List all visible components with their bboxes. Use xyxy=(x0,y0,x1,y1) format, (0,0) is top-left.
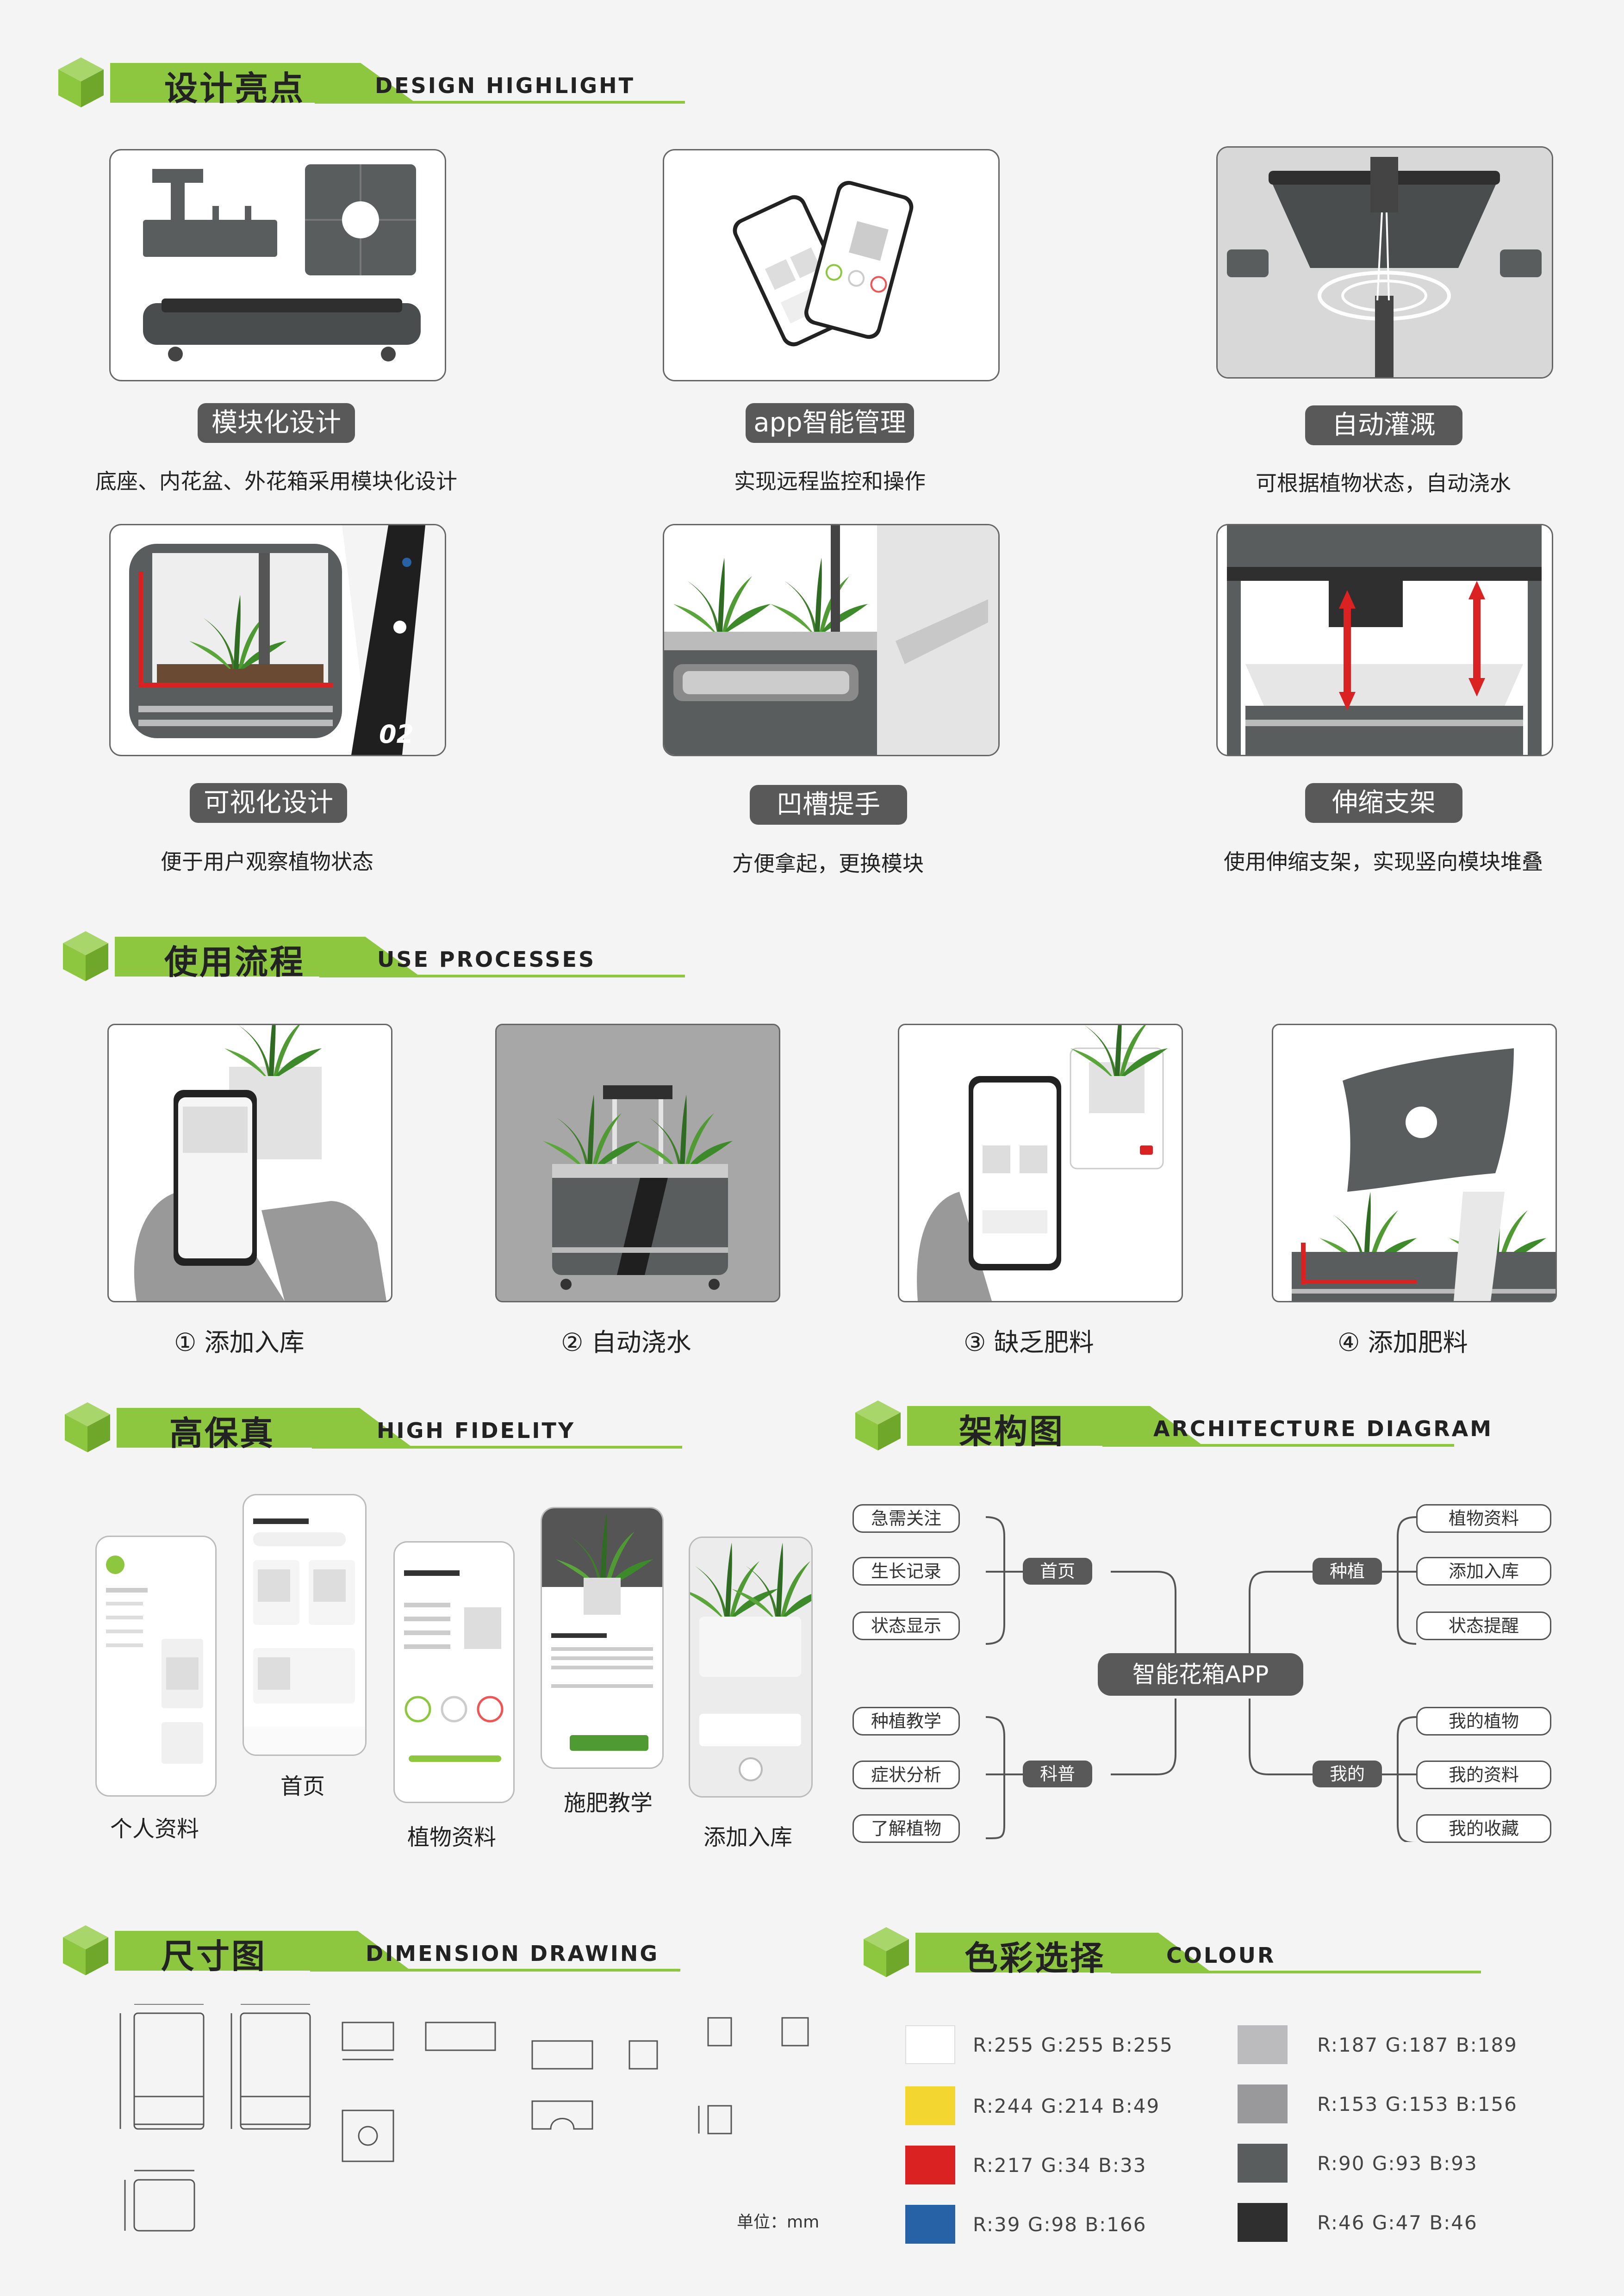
highlight-desc-2: 实现远程监控和操作 xyxy=(734,469,926,494)
cube-icon xyxy=(63,931,108,981)
process-step-4: ④ 添加肥料 xyxy=(1338,1328,1468,1357)
telescopic-bracket-image xyxy=(1216,524,1553,756)
color-swatch xyxy=(1238,2025,1288,2064)
arch-node: 生长记录 xyxy=(852,1557,960,1586)
arch-node: 我的收藏 xyxy=(1416,1814,1551,1843)
color-rgb: R:244 G:214 B:49 xyxy=(973,2095,1160,2117)
highlight-title-6: 伸缩支架 xyxy=(1305,783,1462,823)
process-image-4 xyxy=(1272,1024,1557,1302)
section-header-dimension: 尺寸图 DIMENSION DRAWING xyxy=(60,1923,690,1976)
visual-design-image: 02 xyxy=(109,524,446,756)
section-subtitle: DESIGN HIGHLIGHT xyxy=(375,73,635,98)
arch-node: 状态提醒 xyxy=(1416,1612,1551,1640)
arch-node: 了解植物 xyxy=(852,1814,960,1843)
highlight-desc-3: 可根据植物状态，自动浇水 xyxy=(1256,471,1511,496)
arch-node: 添加入库 xyxy=(1416,1557,1551,1586)
highlight-desc-4: 便于用户观察植物状态 xyxy=(161,849,373,874)
highlight-desc-6: 使用伸缩支架，实现竖向模块堆叠 xyxy=(1224,849,1543,874)
section-subtitle: COLOUR xyxy=(1166,1943,1276,1968)
color-rgb: R:217 G:34 B:33 xyxy=(973,2154,1147,2177)
arch-node: 我的资料 xyxy=(1416,1761,1551,1789)
highlight-title-1: 模块化设计 xyxy=(198,403,355,443)
color-rgb: R:46 G:47 B:46 xyxy=(1317,2211,1478,2234)
cube-icon xyxy=(864,1927,909,1977)
screen-label-fertilizer: 施肥教学 xyxy=(564,1790,653,1816)
color-rgb: R:39 G:98 B:166 xyxy=(973,2213,1147,2236)
arch-root: 智能花箱APP xyxy=(1098,1653,1303,1696)
arch-node: 急需关注 xyxy=(852,1504,960,1533)
section-subtitle: ARCHITECTURE DIAGRAM xyxy=(1153,1416,1493,1441)
section-title: 色彩选择 xyxy=(964,1939,1106,1978)
screen-plant-info[interactable] xyxy=(393,1541,515,1803)
section-header-process: 使用流程 USE PROCESSES xyxy=(60,928,690,982)
arch-home: 首页 xyxy=(1023,1558,1092,1585)
cube-icon xyxy=(58,57,104,107)
screen-label-plant-info: 植物资料 xyxy=(407,1824,497,1850)
screen-label-home: 首页 xyxy=(280,1773,325,1799)
color-swatch xyxy=(905,2146,955,2184)
color-swatch xyxy=(1238,2084,1288,2123)
screen-home[interactable] xyxy=(243,1494,367,1756)
highlight-title-3: 自动灌溉 xyxy=(1305,405,1462,445)
arch-science: 科普 xyxy=(1023,1761,1092,1787)
groove-handle-image xyxy=(663,524,1000,756)
color-rgb: R:187 G:187 B:189 xyxy=(1317,2034,1518,2056)
section-title: 高保真 xyxy=(169,1414,275,1453)
screen-profile[interactable] xyxy=(95,1536,217,1797)
modular-design-image xyxy=(109,149,446,381)
section-header-architecture: 架构图 ARCHITECTURE DIAGRAM xyxy=(852,1398,1500,1451)
color-rgb: R:153 G:153 B:156 xyxy=(1317,2093,1518,2116)
color-swatch xyxy=(905,2205,955,2244)
section-subtitle: HIGH FIDELITY xyxy=(377,1418,576,1443)
color-rgb: R:90 G:93 B:93 xyxy=(1317,2152,1478,2175)
process-step-3: ③ 缺乏肥料 xyxy=(964,1328,1094,1357)
highlight-title-2: app智能管理 xyxy=(746,403,914,443)
dimension-drawings xyxy=(119,2004,809,2232)
color-swatch xyxy=(1238,2203,1288,2242)
app-management-image xyxy=(663,149,1000,381)
section-header-highlight: 设计亮点 DESIGN HIGHLIGHT xyxy=(56,55,685,108)
auto-irrigation-image xyxy=(1216,146,1553,379)
color-swatch xyxy=(1238,2144,1288,2183)
screen-label-add-plant: 添加入库 xyxy=(703,1824,793,1850)
arch-plant: 种植 xyxy=(1313,1558,1382,1585)
cube-icon xyxy=(65,1402,110,1452)
section-subtitle: DIMENSION DRAWING xyxy=(366,1941,660,1966)
arch-node: 植物资料 xyxy=(1416,1504,1551,1533)
highlight-desc-5: 方便拿起，更换模块 xyxy=(732,851,924,876)
color-swatch xyxy=(905,2025,955,2064)
arch-node: 状态显示 xyxy=(852,1612,960,1640)
screen-fertilizer-guide[interactable] xyxy=(541,1507,664,1769)
process-image-2 xyxy=(495,1024,780,1302)
highlight-title-5: 凹槽提手 xyxy=(750,785,907,825)
highlight-title-4: 可视化设计 xyxy=(190,783,347,823)
color-swatch xyxy=(905,2086,955,2125)
section-header-fidelity: 高保真 HIGH FIDELITY xyxy=(62,1400,691,1453)
process-step-1: ① 添加入库 xyxy=(174,1328,305,1357)
section-header-colour: 色彩选择 COLOUR xyxy=(861,1924,1490,1978)
section-title: 设计亮点 xyxy=(164,69,305,108)
highlight-desc-1: 底座、内花盆、外花箱采用模块化设计 xyxy=(95,469,457,494)
cube-icon xyxy=(855,1400,901,1450)
arch-node: 种植教学 xyxy=(852,1707,960,1736)
section-title: 架构图 xyxy=(959,1412,1065,1451)
section-title: 尺寸图 xyxy=(161,1937,267,1976)
architecture-connectors xyxy=(985,1516,1417,1842)
process-step-2: ② 自动浇水 xyxy=(561,1328,691,1357)
dimension-unit: 单位：mm xyxy=(737,2213,820,2232)
screen-label-profile: 个人资料 xyxy=(110,1816,199,1842)
cube-icon xyxy=(63,1925,108,1975)
process-image-1 xyxy=(107,1024,392,1302)
screen-add-plant[interactable] xyxy=(689,1537,813,1798)
section-subtitle: USE PROCESSES xyxy=(377,947,596,972)
process-image-3 xyxy=(898,1024,1183,1302)
arch-mine: 我的 xyxy=(1313,1761,1382,1787)
svg-text:02: 02 xyxy=(379,720,414,749)
arch-node: 我的植物 xyxy=(1416,1707,1551,1736)
color-rgb: R:255 G:255 B:255 xyxy=(973,2034,1173,2056)
arch-node: 症状分析 xyxy=(852,1761,960,1789)
section-title: 使用流程 xyxy=(164,943,305,982)
